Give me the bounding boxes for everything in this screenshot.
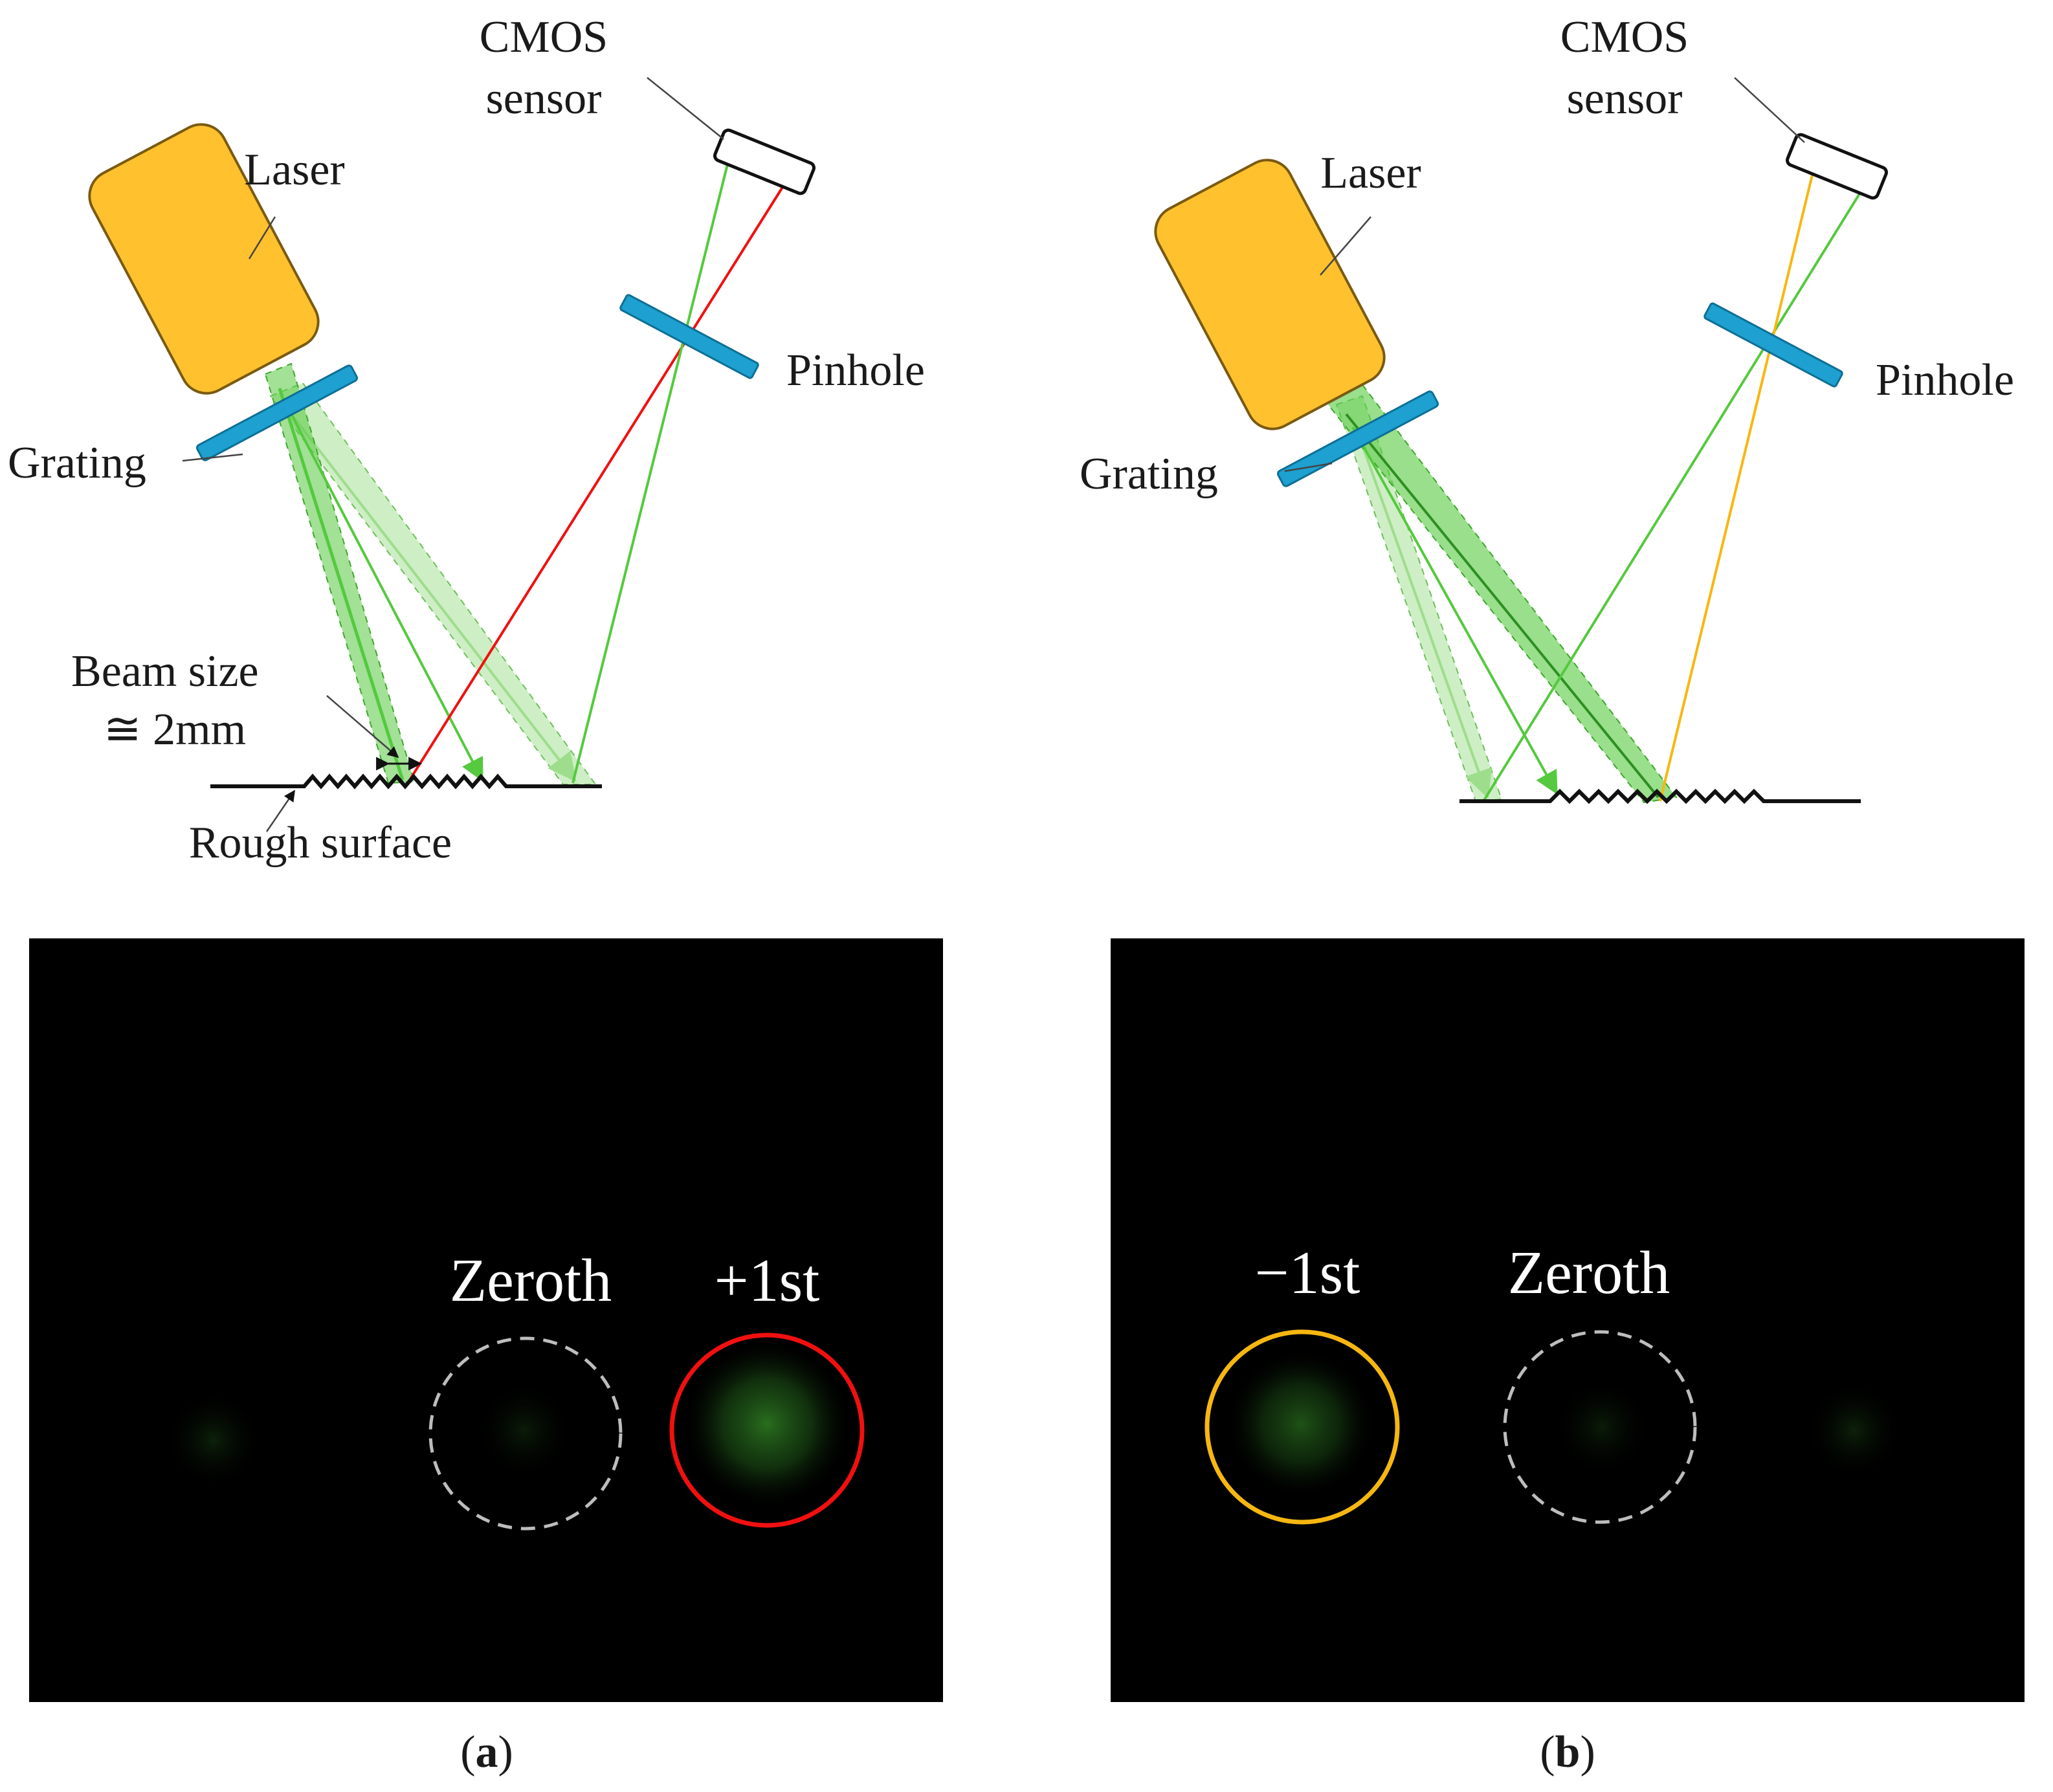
pinhole-a [619, 294, 759, 379]
panel-b: CMOS sensor Laser Pinhole Grating −1st Z… [1080, 12, 2025, 1777]
ray-incident [278, 388, 405, 780]
pointer-laser-b [1320, 216, 1371, 276]
pointer-grating-a [182, 453, 243, 462]
zeroth-order-circle-b [1503, 1330, 1697, 1524]
plus-first-order-circle [669, 1333, 865, 1528]
cmos-label-a: CMOS [480, 12, 608, 62]
pointer-grating-b [1284, 462, 1333, 472]
cmos-sensor-b [1786, 133, 1888, 200]
sensor-label-b: sensor [1567, 74, 1683, 124]
speckle-minus-first-b [1230, 1353, 1372, 1495]
laser-b [1154, 159, 1386, 430]
pointer-beam-size [326, 695, 399, 758]
caption-a-open: ( [460, 1727, 475, 1777]
rough-surface-label: Rough surface [189, 818, 452, 868]
panel-a: CMOS sensor Laser Pinhole Grating Beam s… [8, 12, 943, 1777]
incident-beam-b [1319, 379, 1678, 804]
caption-b: (b) [1540, 1727, 1595, 1777]
speckle-zeroth-b [1557, 1382, 1647, 1472]
minus-first-order-circle [1204, 1329, 1400, 1525]
ray-plus-first-order [406, 182, 786, 784]
plus-first-label: +1st [715, 1247, 820, 1314]
laser-a [88, 123, 320, 395]
cmos-sensor-a [713, 128, 816, 195]
caption-a-letter: a [476, 1727, 498, 1777]
beam-plus-first-order-faint [269, 382, 597, 785]
rough-surface-b [1459, 788, 1861, 804]
speckle-plus-first-b [1809, 1385, 1900, 1476]
rough-surface-a [210, 773, 602, 790]
beam-size-label-line1: Beam size [71, 647, 259, 696]
pointer-laser-a [248, 216, 276, 260]
ray-to-surface-b [1351, 426, 1558, 795]
camera-frame-a [29, 938, 943, 1702]
ray-zeroth-order [572, 153, 731, 784]
caption-b-open: ( [1540, 1727, 1555, 1777]
pinhole-b [1703, 302, 1843, 388]
speckle-plus-first-a [686, 1343, 848, 1505]
ray-to-surface [290, 414, 483, 782]
grating-label-b: Grating [1080, 449, 1218, 499]
ray-plus-first-faint [290, 413, 577, 782]
speckle-minus-first-a [168, 1395, 259, 1485]
zeroth-order-circle-a [428, 1336, 623, 1531]
beam-minus-first-order-faint [1335, 395, 1503, 802]
caption-b-letter: b [1555, 1727, 1581, 1777]
ray-minus-first-faint [1355, 426, 1493, 799]
pinhole-label-a: Pinhole [786, 346, 925, 395]
sensor-label-a: sensor [486, 74, 602, 124]
laser-label-b: Laser [1320, 148, 1421, 198]
camera-image-a: Zeroth +1st [29, 938, 943, 1702]
minus-first-label: −1st [1255, 1239, 1360, 1307]
cmos-label-b: CMOS [1560, 12, 1689, 62]
speckle-zeroth-a [479, 1385, 570, 1476]
ray-incident-b [1345, 413, 1659, 799]
pointer-cmos-b [1734, 77, 1805, 143]
zeroth-label-a: Zeroth [450, 1247, 612, 1314]
caption-a: (a) [460, 1727, 513, 1777]
camera-frame-b [1111, 938, 2025, 1702]
grating-label-a: Grating [8, 438, 146, 488]
grating-a [195, 364, 359, 461]
caption-a-close: ) [498, 1727, 513, 1777]
pinhole-label-b: Pinhole [1876, 355, 2014, 405]
zeroth-label-b: Zeroth [1508, 1239, 1670, 1307]
beam-size-label-line2: ≅ 2mm [104, 705, 246, 755]
pointer-surface [265, 790, 296, 832]
ray-zeroth-order-b [1482, 183, 1867, 802]
grating-b [1276, 390, 1439, 487]
caption-b-close: ) [1580, 1727, 1595, 1777]
pointer-cmos-a [647, 77, 724, 140]
incident-beam [264, 362, 416, 784]
camera-image-b: −1st Zeroth [1111, 938, 2025, 1702]
laser-label-a: Laser [244, 145, 344, 195]
ray-minus-first-order [1659, 161, 1817, 802]
